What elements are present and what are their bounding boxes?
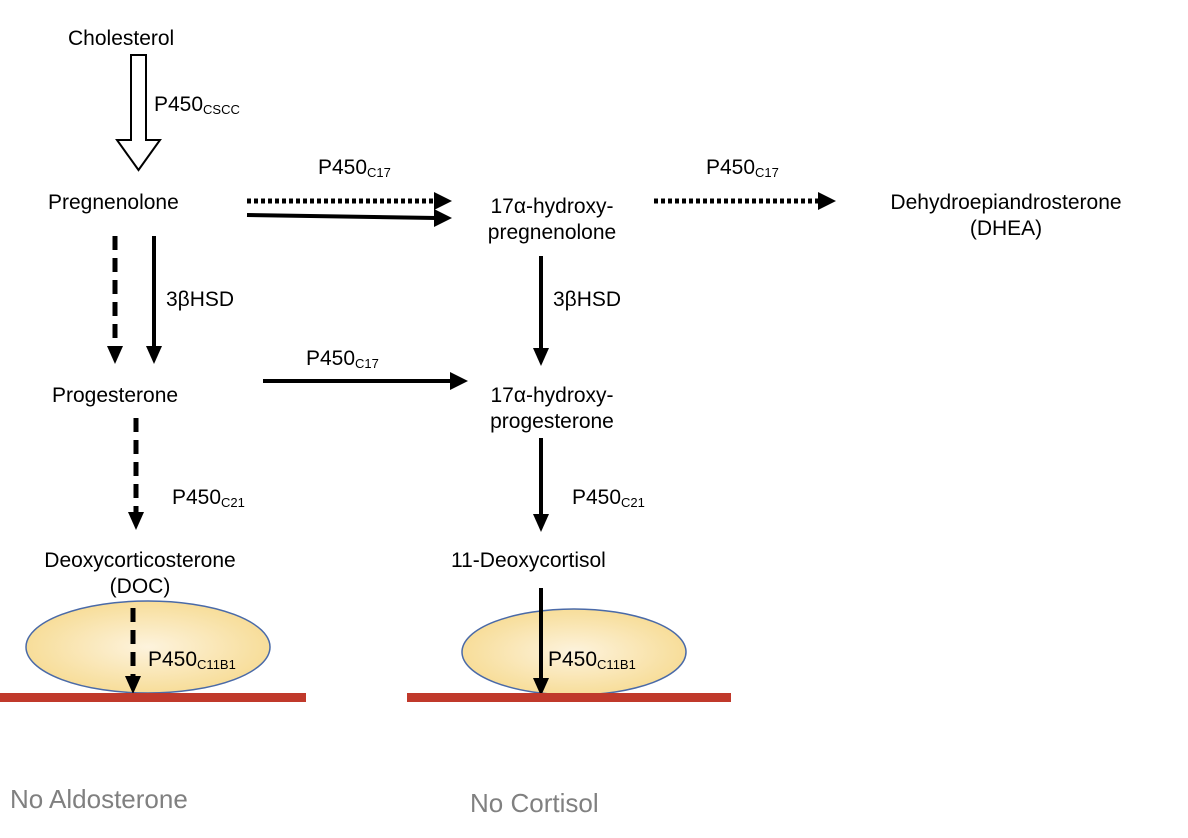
node-pregnenolone: Pregnenolone xyxy=(48,191,179,214)
enzyme-c17-middle: P450C17 xyxy=(306,346,379,377)
node-dhea: Dehydroepiandrosterone (DHEA) xyxy=(846,190,1166,242)
enzyme-base: P450 xyxy=(148,648,198,671)
arrow-cholesterol-pregnenolone xyxy=(115,54,162,172)
arrowhead xyxy=(533,348,549,366)
node-label-line: Deoxycorticosterone xyxy=(44,549,236,572)
enzyme-c21-right: P450C21 xyxy=(572,485,645,516)
enzyme-sub: C17 xyxy=(355,356,379,371)
node-label-line: progesterone xyxy=(490,410,614,433)
enzyme-c11b1-left: P450C11B1 xyxy=(148,647,236,678)
enzyme-base: P450 xyxy=(548,648,598,671)
enzyme-sub: C21 xyxy=(621,495,645,510)
outcome-no-aldosterone: No Aldosterone xyxy=(10,784,188,814)
enzyme-base: P450 xyxy=(572,486,622,509)
block-bar-left xyxy=(0,693,306,702)
enzyme-sub: C11B1 xyxy=(197,657,236,672)
node-cholesterol: Cholesterol xyxy=(68,27,175,50)
arrow-preg-hpreg-solid xyxy=(246,213,437,220)
arrowhead xyxy=(146,346,162,364)
enzyme-c17-top: P450C17 xyxy=(318,155,391,186)
enzyme-c17-right: P450C17 xyxy=(706,155,779,186)
enzyme-sub: CSCC xyxy=(203,102,240,117)
enzyme-base: P450 xyxy=(318,156,368,179)
enzyme-c21-left: P450C21 xyxy=(172,485,245,516)
node-label-line: (DHEA) xyxy=(969,217,1043,240)
node-label-line: 17α-hydroxy- xyxy=(490,384,614,407)
enzyme-sub: C17 xyxy=(367,165,391,180)
node-deoxycorticosterone: Deoxycorticosterone (DOC) xyxy=(0,548,280,600)
node-17a-hydroxyprogesterone: 17α-hydroxy- progesterone xyxy=(462,383,642,435)
node-label-line: pregnenolone xyxy=(487,221,617,244)
enzyme-base: P450 xyxy=(154,93,204,116)
arrowhead xyxy=(128,512,144,530)
enzyme-base: P450 xyxy=(172,486,222,509)
outcome-no-cortisol: No Cortisol xyxy=(470,788,599,818)
enzyme-cscc: P450CSCC xyxy=(154,92,240,123)
arrowhead xyxy=(533,678,549,696)
arrowhead xyxy=(434,192,452,210)
enzyme-3bhsd-left: 3βHSD xyxy=(166,288,235,311)
arrowhead xyxy=(450,372,468,390)
node-label-line: (DOC) xyxy=(109,575,171,598)
arrowhead xyxy=(434,209,452,227)
enzyme-base: P450 xyxy=(306,347,356,370)
enzyme-c11b1-right: P450C11B1 xyxy=(548,647,636,678)
node-label-line: 17α-hydroxy- xyxy=(490,195,614,218)
enzyme-sub: C21 xyxy=(221,495,245,510)
block-bar-right xyxy=(407,693,731,702)
enzyme-sub: C11B1 xyxy=(597,657,636,672)
enzyme-base: P450 xyxy=(706,156,756,179)
node-progesterone: Progesterone xyxy=(52,384,179,407)
arrowhead xyxy=(107,346,123,364)
arrowhead xyxy=(125,676,141,694)
enzyme-3bhsd-right: 3βHSD xyxy=(553,288,622,311)
enzyme-sub: C17 xyxy=(755,165,779,180)
node-label-line: Dehydroepiandrosterone xyxy=(890,191,1122,214)
node-11-deoxycortisol: 11-Deoxycortisol xyxy=(451,549,606,572)
arrowhead xyxy=(533,514,549,532)
arrowhead xyxy=(818,192,836,210)
node-17a-hydroxypregnenolone: 17α-hydroxy- pregnenolone xyxy=(462,194,642,246)
